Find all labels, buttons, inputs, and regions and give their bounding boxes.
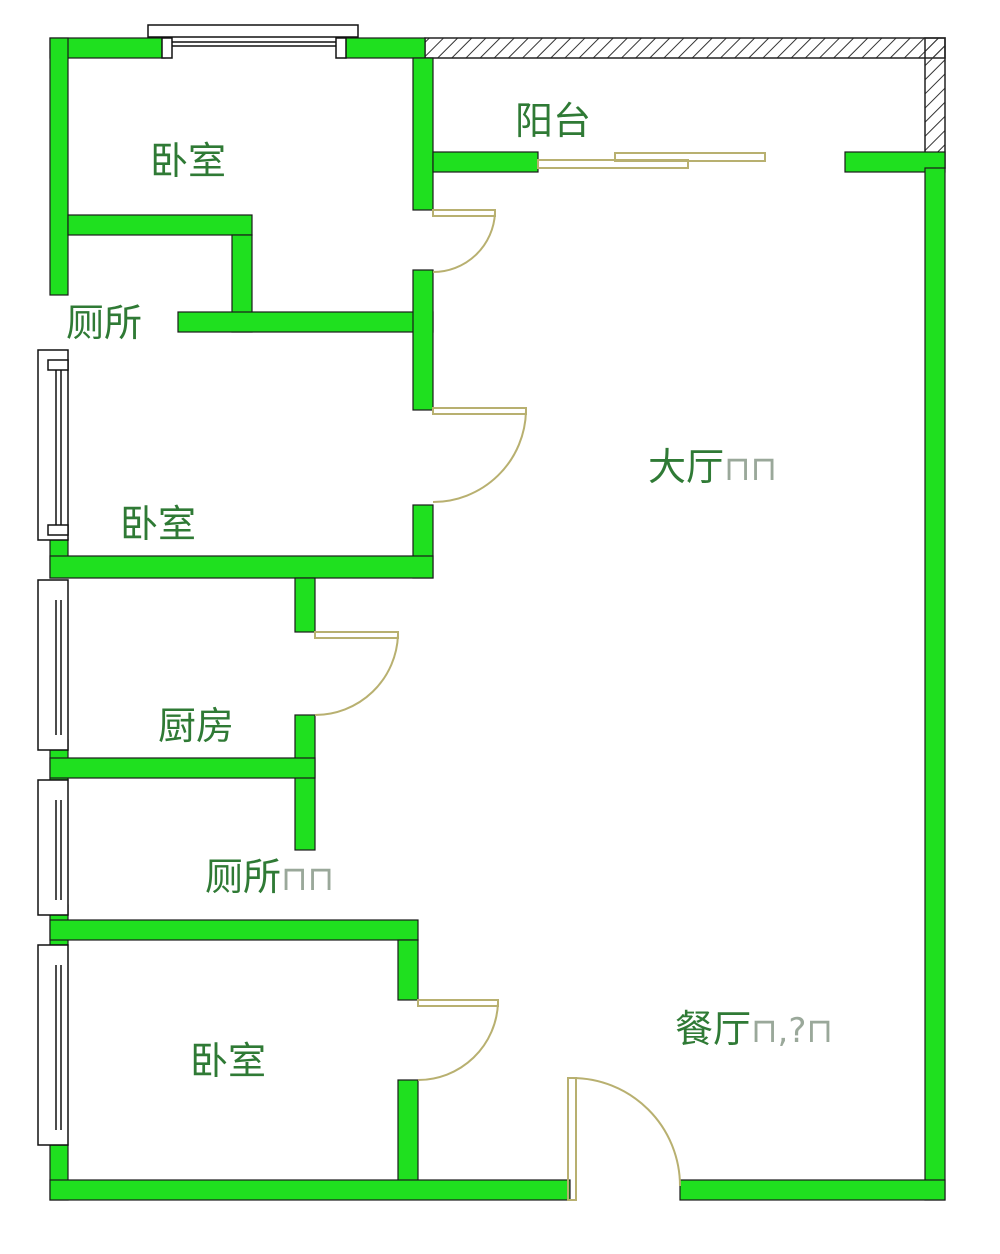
room-label-balcony: 阳台	[515, 102, 591, 140]
windows	[37, 24, 359, 1146]
room-label-bedroom-2: 卧室	[120, 505, 196, 543]
room-label-living-room: 大厅⊓⊓	[648, 448, 777, 486]
room-label-toilet-1: 厕所	[66, 304, 142, 342]
doors[interactable]	[314, 152, 766, 1201]
garbled-suffix: ⊓⊓	[281, 859, 335, 899]
room-name: 阳台	[515, 99, 592, 143]
room-name: 厨房	[158, 704, 235, 748]
room-name: 卧室	[150, 139, 227, 183]
room-name: 卧室	[120, 502, 197, 546]
room-name: 厕所	[205, 855, 282, 899]
room-name: 卧室	[190, 1039, 267, 1083]
room-label-kitchen: 厨房	[158, 707, 234, 745]
room-label-bedroom-3: 卧室	[190, 1042, 266, 1080]
room-name: 大厅	[648, 445, 725, 489]
garbled-suffix: ⊓⊓	[724, 449, 778, 489]
garbled-suffix: ⊓,?⊓	[751, 1011, 833, 1051]
room-label-toilet-2: 厕所⊓⊓	[205, 858, 334, 896]
room-label-dining-room: 餐厅⊓,?⊓	[675, 1010, 833, 1048]
balcony-hatched-wall	[424, 37, 946, 169]
room-name: 厕所	[66, 301, 143, 345]
room-label-bedroom-1: 卧室	[150, 142, 226, 180]
walls	[49, 37, 946, 1201]
room-name: 餐厅	[675, 1007, 752, 1051]
